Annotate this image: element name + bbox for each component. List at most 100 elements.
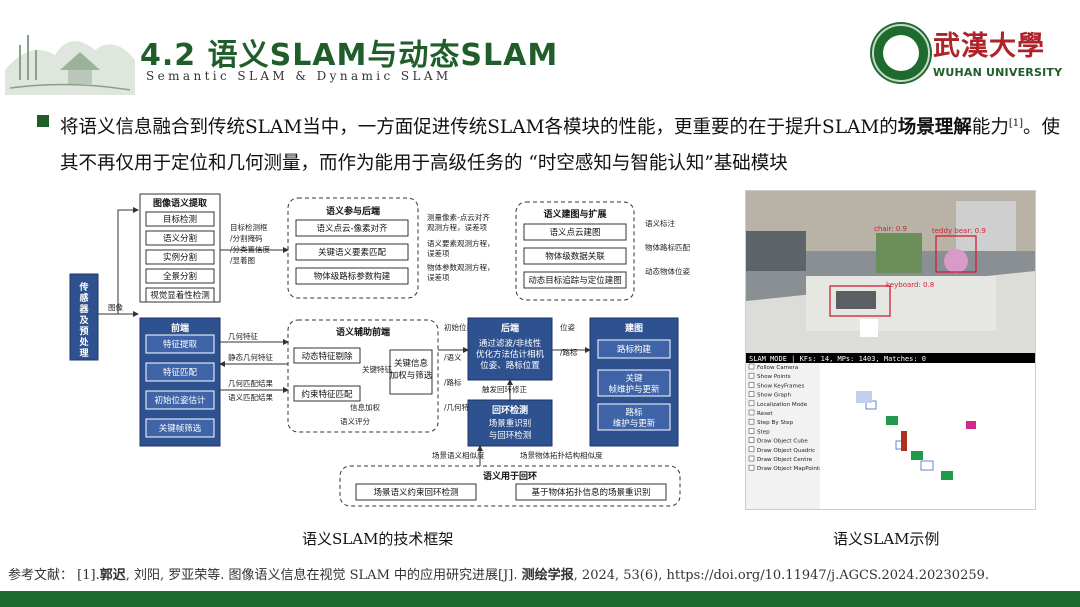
extract-note-1: 目标检测框: [230, 222, 268, 232]
menu-item-10[interactable]: Draw Object Centre: [757, 457, 813, 463]
para-emphasis: 场景理解: [897, 117, 972, 139]
sem-backend-box-1: [295, 243, 409, 261]
semantic-frontend-title: 语义辅助前端: [336, 326, 390, 338]
semantic-backend-title: 语义参与后端: [326, 205, 380, 217]
menu-item-7[interactable]: Step: [757, 429, 770, 435]
extract-item-3: 全景分割: [163, 271, 197, 282]
extract-item-1: 语义分割: [163, 233, 197, 244]
backend-text-2: 优化方法估计相机: [476, 349, 545, 360]
backend-note-2a: 语义要素观测方程，: [427, 238, 495, 248]
mapping-item-0: 路标构建: [617, 344, 652, 355]
menu-checkbox-1[interactable]: [748, 372, 755, 379]
extract-box-4: [145, 287, 215, 303]
semantic-extraction-box: [139, 193, 221, 303]
front-box-3: [145, 418, 215, 438]
references-line: 参考文献： [1].郭迟, 刘阳, 罗亚荣等. 图像语义信息在视觉 SLAM 中…: [8, 564, 989, 583]
menu-item-4[interactable]: Localization Mode: [757, 402, 808, 408]
loop-use-item-1: 场景语义约束回环检测: [373, 487, 458, 498]
backend-note-1a: 测量像素-点云对齐: [427, 212, 490, 222]
front-box-0: [145, 334, 215, 354]
frontend-title: 前端: [171, 322, 189, 334]
mid-label-2: /语义: [444, 352, 462, 362]
slam-status-bar: SLAM MODE | KFs: 14, MPs: 1403, Matches:…: [749, 355, 926, 363]
references-doi[interactable]: , 2024, 53(6), https://doi.org/10.11947/…: [573, 568, 990, 583]
sem-backend-box-0: [295, 219, 409, 237]
menu-item-1[interactable]: Show Points: [757, 374, 791, 380]
loop-detection-text-1: 场景重识别: [489, 418, 532, 429]
menu-item-8[interactable]: Draw Object Cube: [757, 439, 808, 445]
sem-backend-box-2: [295, 267, 409, 285]
para-part1: 将语义信息融合到传统SLAM当中，一方面促进传统SLAM各模块的性能，更重要的在…: [60, 117, 898, 139]
constrained-matching: 约束特征匹配: [301, 389, 353, 400]
front-item-0: 特征提取: [163, 339, 198, 350]
semantic-mapping-group: [515, 201, 635, 301]
mapping-note-1: 语义标注: [645, 218, 675, 228]
menu-checkbox-0[interactable]: [748, 363, 755, 370]
sem-front-label-key: 关键特征: [362, 364, 392, 374]
loop-use-box-1: [355, 483, 477, 501]
front-item-3: 关键帧筛选: [159, 423, 202, 434]
menu-checkbox-4[interactable]: [748, 400, 755, 407]
menu-item-3[interactable]: Show Graph: [757, 393, 791, 399]
menu-checkbox-5[interactable]: [748, 409, 755, 416]
backend-note-2b: 误差项: [427, 248, 450, 258]
slam-example-canvas: keyboard: 0.8 teddy bear: 0.9 chair: 0.9…: [746, 191, 1035, 509]
menu-checkbox-3[interactable]: [748, 391, 755, 397]
front-item-1: 特征匹配: [163, 367, 198, 378]
extract-item-0: 目标检测: [163, 214, 197, 225]
extract-box-3: [145, 268, 215, 284]
menu-checkbox-7[interactable]: [748, 428, 755, 434]
menu-item-9[interactable]: Draw Object Quadric: [757, 448, 815, 454]
backend-text-3: 位姿、路标位置: [480, 360, 540, 371]
slam-example-window: keyboard: 0.8 teddy bear: 0.9 chair: 0.9…: [745, 190, 1036, 510]
menu-item-2[interactable]: Show KeyFrames: [757, 383, 804, 389]
menu-checkbox-6[interactable]: [748, 418, 755, 425]
page-subtitle: Semantic SLAM & Dynamic SLAM: [146, 69, 452, 83]
para-citation[interactable]: [1]: [1008, 118, 1023, 129]
detect-label-chair: chair: 0.9: [874, 225, 907, 233]
mapping-box-2: [597, 403, 671, 431]
menu-item-11[interactable]: Draw Object MapPoints: [757, 466, 822, 472]
bottom-bar: [0, 591, 1080, 607]
loop-detection-title: 回环检测: [492, 404, 528, 416]
extract-box-1: [145, 230, 215, 246]
menu-checkbox-10[interactable]: [748, 455, 755, 462]
sensor-label: 传感器及预处理: [78, 281, 89, 359]
framework-caption: 语义SLAM的技术框架: [302, 530, 454, 548]
key-info-weighting-1: 关键信息: [394, 358, 429, 369]
references-author: 郭迟: [99, 568, 126, 583]
menu-item-0[interactable]: Follow Camera: [757, 365, 798, 371]
mapping-ext-item-2: 动态目标追踪与定位建图: [528, 275, 622, 286]
extract-note-2: /分割掩码: [230, 233, 263, 243]
mapping-title: 建图: [625, 322, 643, 334]
university-seal-logo: [872, 24, 930, 82]
example-caption: 语义SLAM示例: [833, 530, 940, 548]
sem-backend-item-2: 物体级路标参数构建: [314, 271, 391, 282]
mapping-item-1-b: 帧维护与更新: [608, 384, 660, 395]
backend-text-1: 通过滤波/非线性: [479, 338, 542, 349]
semantic-loop-group: [339, 465, 681, 507]
para-part2: 能力: [971, 117, 1009, 139]
mapping-note-2: 物体路标匹配: [645, 242, 690, 252]
menu-checkbox-9[interactable]: [748, 446, 755, 453]
mapping-ext-box-0: [523, 223, 627, 241]
mapping-item-2-b: 维护与更新: [613, 418, 656, 429]
university-name-en: WUHAN UNIVERSITY: [933, 66, 1063, 79]
menu-item-5[interactable]: Reset: [757, 411, 773, 417]
landscape-illustration: [0, 0, 140, 100]
loop-detection-text-2: 与回环检测: [489, 430, 532, 441]
mapping-ext-box-1: [523, 247, 627, 265]
loop-trigger-label: 触发回环修正: [482, 384, 527, 394]
menu-checkbox-11[interactable]: [748, 464, 755, 471]
loop-use-item-2: 基于物体拓扑信息的场景重识别: [531, 487, 650, 498]
intro-paragraph: 将语义信息融合到传统SLAM当中，一方面促进传统SLAM各模块的性能，更重要的在…: [60, 106, 1060, 182]
menu-checkbox-2[interactable]: [748, 382, 755, 388]
bullet-icon: [37, 115, 49, 127]
menu-checkbox-8[interactable]: [748, 437, 755, 443]
extract-note-3: /分类置信度: [230, 244, 271, 254]
backend-note-3b: 误差项: [427, 272, 450, 282]
references-body: , 刘阳, 罗亚荣等. 图像语义信息在视觉 SLAM 中的应用研究进展[J].: [125, 568, 522, 583]
menu-item-6[interactable]: Step By Step: [757, 420, 794, 426]
front-item-2: 初始位姿估计: [154, 395, 206, 406]
extract-item-4: 视觉显着性检测: [150, 290, 210, 301]
